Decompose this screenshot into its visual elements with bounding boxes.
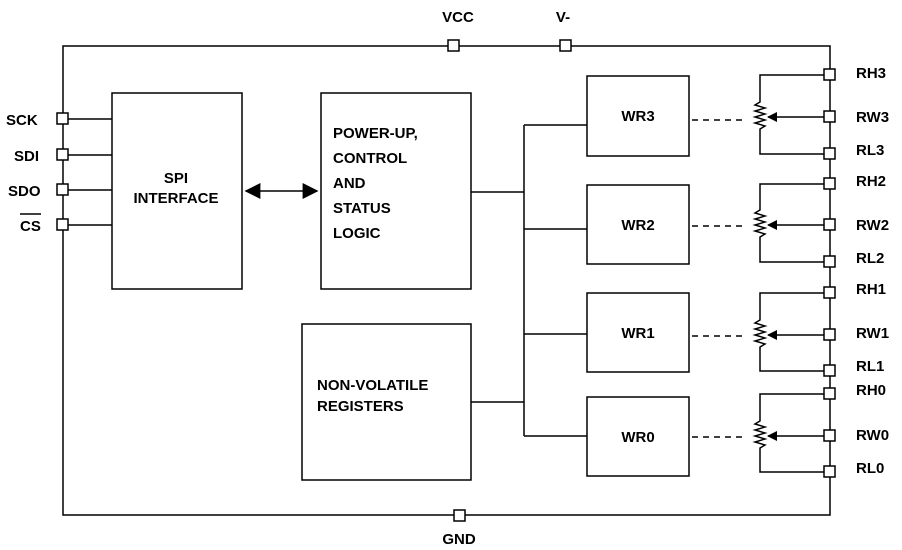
pin-rh3: [823, 68, 836, 81]
pin-label-rh0: RH0: [856, 382, 886, 399]
pin-label-rw0: RW0: [856, 427, 889, 444]
pin-rw3: [823, 110, 836, 123]
pot-channel-2: [692, 183, 830, 263]
control-logic-block: [320, 92, 472, 290]
spi-label-line1: SPI: [164, 170, 188, 187]
wr3-label: WR3: [621, 108, 654, 125]
pin-label-sdo: SDO: [8, 183, 41, 200]
pin-label-rw3: RW3: [856, 109, 889, 126]
pin-label-cs: CS: [20, 218, 41, 235]
wr2-label: WR2: [621, 217, 654, 234]
pot-channel-1: [692, 292, 830, 372]
wiper-register-wr2: [586, 184, 690, 265]
pot-channel-0: [692, 393, 830, 473]
pin-rw1: [823, 328, 836, 341]
pin-rw2: [823, 218, 836, 231]
pin-rh2: [823, 177, 836, 190]
pin-rl3: [823, 147, 836, 160]
pin-gnd: [453, 509, 466, 522]
pin-label-v-minus: V-: [556, 9, 570, 26]
pin-vcc: [447, 39, 460, 52]
control-label-line3: AND: [333, 175, 366, 192]
chip-outline: [62, 45, 831, 516]
pot-channel-3: [692, 74, 830, 155]
nvreg-label-line1: NON-VOLATILE: [317, 377, 428, 394]
control-label-line5: LOGIC: [333, 225, 381, 242]
pin-label-rw1: RW1: [856, 325, 889, 342]
pin-cs: [56, 218, 69, 231]
control-label-line1: POWER-UP,: [333, 125, 418, 142]
pin-label-rl2: RL2: [856, 250, 884, 267]
pin-rh1: [823, 286, 836, 299]
wiper-register-wr3: [586, 75, 690, 157]
pin-v-minus: [559, 39, 572, 52]
nvreg-label-line2: REGISTERS: [317, 398, 404, 415]
wiper-register-wr1: [586, 292, 690, 373]
wr0-label: WR0: [621, 429, 654, 446]
spi-label-line2: INTERFACE: [133, 190, 218, 207]
pin-sdi: [56, 148, 69, 161]
pin-label-sck: SCK: [6, 112, 38, 129]
pin-label-rl1: RL1: [856, 358, 884, 375]
pin-label-rh3: RH3: [856, 65, 886, 82]
pin-rl1: [823, 364, 836, 377]
pin-label-rl0: RL0: [856, 460, 884, 477]
wiper-register-wr0: [586, 396, 690, 477]
pin-label-gnd: GND: [442, 531, 476, 548]
pin-rw0: [823, 429, 836, 442]
spi-interface-block: [111, 92, 243, 290]
pin-label-rh1: RH1: [856, 281, 886, 298]
pin-rl2: [823, 255, 836, 268]
pin-sck: [56, 112, 69, 125]
pin-rh0: [823, 387, 836, 400]
pin-label-rh2: RH2: [856, 173, 886, 190]
pin-label-rw2: RW2: [856, 217, 889, 234]
pin-label-sdi: SDI: [14, 148, 39, 165]
pin-label-vcc: VCC: [442, 9, 474, 26]
nonvolatile-registers-block: [301, 323, 472, 481]
pin-sdo: [56, 183, 69, 196]
pin-rl0: [823, 465, 836, 478]
wr1-label: WR1: [621, 325, 654, 342]
control-label-line4: STATUS: [333, 200, 391, 217]
pin-label-rl3: RL3: [856, 142, 884, 159]
control-label-line2: CONTROL: [333, 150, 407, 167]
